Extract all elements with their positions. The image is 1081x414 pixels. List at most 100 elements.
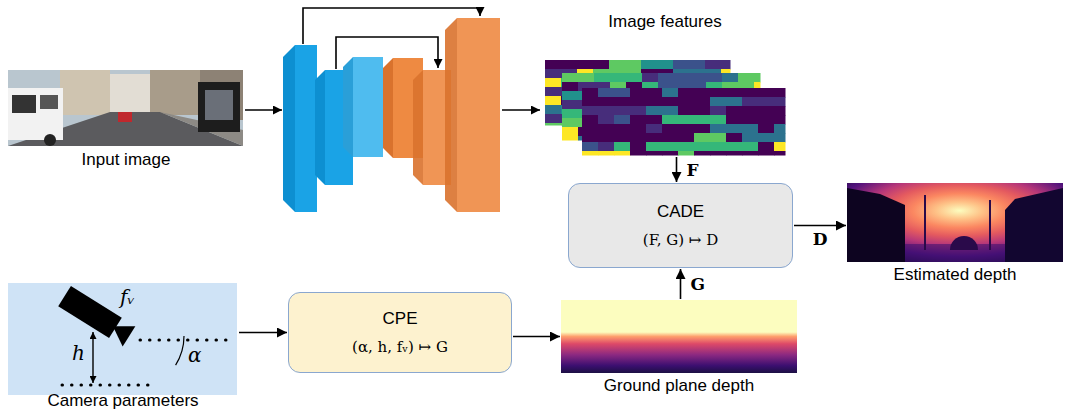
feature-cell bbox=[646, 133, 663, 143]
connector-arrow bbox=[676, 157, 678, 182]
street-photo bbox=[205, 90, 233, 120]
feature-cell bbox=[674, 73, 691, 83]
edge-label: G bbox=[689, 274, 708, 294]
skip-connection bbox=[303, 8, 480, 44]
feature-cell bbox=[710, 151, 727, 156]
feature-cell bbox=[706, 73, 723, 83]
feature-cell bbox=[726, 88, 743, 98]
feature-cell bbox=[678, 151, 695, 156]
feature-cell bbox=[758, 142, 775, 152]
skip-connection bbox=[303, 8, 480, 69]
feature-cell bbox=[610, 73, 627, 83]
network-layers bbox=[315, 70, 325, 185]
feature-cell bbox=[726, 151, 743, 156]
feature-cell bbox=[705, 60, 722, 70]
feature-cell bbox=[726, 97, 743, 107]
image-caption: Image features bbox=[608, 12, 721, 32]
feature-cell bbox=[594, 73, 611, 83]
feature-cell bbox=[774, 124, 786, 134]
feature-cell bbox=[562, 91, 579, 101]
network-layers bbox=[383, 58, 393, 158]
feature-cell bbox=[673, 60, 690, 70]
feature-cell bbox=[662, 142, 679, 152]
feature-cell bbox=[742, 97, 759, 107]
feature-cell bbox=[774, 106, 786, 116]
network-layers bbox=[295, 45, 317, 212]
feature-cell bbox=[614, 133, 631, 143]
feature-cell bbox=[694, 124, 711, 134]
process-box: CADE (F, G) ↦ D bbox=[568, 183, 793, 268]
feature-cell bbox=[742, 142, 759, 152]
street-photo bbox=[8, 70, 243, 146]
feature-cell bbox=[726, 106, 743, 116]
feature-cell bbox=[710, 115, 727, 125]
feature-cell bbox=[742, 124, 759, 134]
camera-geometry bbox=[140, 339, 233, 342]
street-photo bbox=[40, 95, 58, 109]
feature-maps bbox=[545, 60, 786, 156]
camera-geometry bbox=[62, 384, 152, 387]
camera-panel bbox=[8, 283, 237, 395]
feature-cell bbox=[614, 151, 631, 156]
feature-cell bbox=[598, 88, 615, 98]
feature-cell bbox=[626, 73, 643, 83]
feature-cell bbox=[742, 106, 759, 116]
feature-cell bbox=[678, 142, 695, 152]
feature-cell bbox=[754, 73, 761, 83]
feature-cell bbox=[582, 142, 599, 152]
parameter-symbol: fᵥ bbox=[120, 286, 135, 309]
feature-cell bbox=[562, 100, 579, 110]
feature-cell bbox=[742, 88, 759, 98]
street-photo bbox=[44, 134, 56, 146]
feature-cell bbox=[578, 73, 595, 83]
image-caption: Estimated depth bbox=[894, 265, 1017, 285]
feature-cell bbox=[758, 97, 775, 107]
feature-cell bbox=[662, 115, 679, 125]
formula: (F, G) ↦ D bbox=[643, 230, 718, 250]
feature-cell bbox=[582, 133, 599, 143]
feature-cell bbox=[678, 106, 695, 116]
depth-map bbox=[847, 183, 1063, 262]
image-panel: Input image bbox=[8, 70, 244, 170]
feature-cell bbox=[593, 60, 610, 70]
feature-cell bbox=[614, 106, 631, 116]
image-caption: Camera parameters bbox=[47, 391, 198, 411]
feature-cell bbox=[614, 115, 631, 125]
box-title: CADE bbox=[657, 202, 704, 222]
feature-cell bbox=[758, 133, 775, 143]
street-photo bbox=[118, 112, 132, 122]
feature-cell bbox=[678, 88, 695, 98]
network-layers bbox=[283, 18, 500, 212]
camera-geometry bbox=[62, 332, 233, 385]
feature-cell bbox=[726, 133, 743, 143]
image-caption: Ground plane depth bbox=[604, 376, 754, 396]
image-panel: Estimated depth bbox=[847, 183, 1063, 285]
feature-cell bbox=[662, 151, 679, 156]
feature-map bbox=[582, 88, 786, 156]
feature-cell bbox=[598, 142, 615, 152]
camera-icon bbox=[58, 286, 135, 347]
feature-cell bbox=[678, 124, 695, 134]
feature-cell bbox=[726, 142, 743, 152]
feature-cell bbox=[710, 88, 727, 98]
feature-cell bbox=[630, 151, 647, 156]
camera-icon bbox=[107, 316, 136, 346]
feature-cell bbox=[678, 115, 695, 125]
flow-arrow bbox=[502, 109, 540, 111]
feature-cell bbox=[662, 88, 679, 98]
connector-arrow bbox=[794, 225, 846, 227]
parameter-symbol: α bbox=[188, 344, 202, 367]
feature-cell bbox=[646, 151, 663, 156]
connector-arrow bbox=[680, 269, 682, 299]
feature-cell bbox=[646, 97, 663, 107]
network-layers bbox=[353, 57, 383, 157]
feature-cell bbox=[658, 73, 675, 83]
feature-cell bbox=[598, 151, 615, 156]
parameter-symbol: h bbox=[72, 342, 85, 365]
depth-map bbox=[989, 200, 991, 250]
feature-cell bbox=[758, 124, 775, 134]
street-photo bbox=[8, 88, 63, 140]
feature-cell bbox=[630, 115, 647, 125]
feature-cell bbox=[662, 97, 679, 107]
